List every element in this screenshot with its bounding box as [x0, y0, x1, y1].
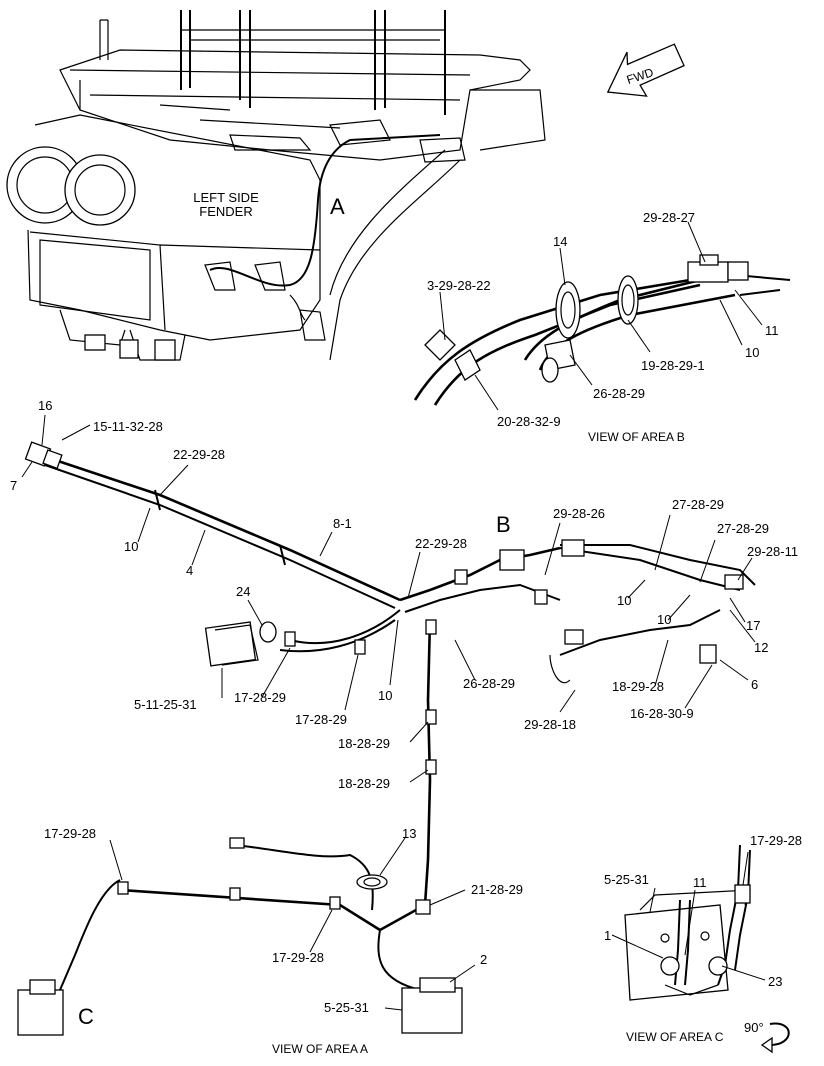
- callout-18-29-28: 18-29-28: [612, 679, 664, 694]
- callout-23: 23: [768, 974, 782, 989]
- callout-11-area-c: 11: [693, 875, 707, 890]
- callout-8-1: 8-1: [333, 516, 352, 531]
- callout-5-11-25-31: 5-11-25-31: [134, 697, 197, 712]
- fwd-arrow-icon: [606, 43, 685, 97]
- callout-17-29-28-area-c: 17-29-28: [750, 833, 802, 848]
- callout-10-right: 10: [617, 593, 631, 608]
- callout-16-28-30-9: 16-28-30-9: [630, 706, 694, 721]
- callout-17-28-29-b: 17-28-29: [295, 712, 347, 727]
- area-marker-b: B: [496, 512, 511, 537]
- rotation-label: 90°: [744, 1020, 764, 1035]
- callout-3-29-28-22: 3-29-28-22: [427, 278, 491, 293]
- callout-2: 2: [480, 952, 487, 967]
- callout-18-28-29-a: 18-28-29: [338, 736, 390, 751]
- callout-16-left: 16: [38, 398, 52, 413]
- callout-18-28-29-b: 18-28-29: [338, 776, 390, 791]
- callout-22-29-28-top: 22-29-28: [173, 447, 225, 462]
- area-c-detail: [624, 844, 751, 1001]
- callout-4: 4: [186, 563, 193, 578]
- callout-17: 17: [746, 618, 760, 633]
- callout-14: 14: [553, 234, 567, 249]
- callout-29-28-26: 29-28-26: [553, 506, 605, 521]
- callout-labels: 29-28-27 14 3-29-28-22 11 10 19-28-29-1 …: [10, 210, 802, 1056]
- rotate-arrow-icon: [769, 1022, 790, 1046]
- area-marker-a: A: [330, 194, 345, 219]
- callout-27-28-29-a: 27-28-29: [672, 497, 724, 512]
- callout-17-29-28-b: 17-29-28: [272, 950, 324, 965]
- callout-15-11-32-28: 15-11-32-28: [93, 419, 163, 434]
- callout-19-28-29-1: 19-28-29-1: [641, 358, 705, 373]
- callout-17-28-29-a: 17-28-29: [234, 690, 286, 705]
- leader-lines: [21, 221, 766, 1011]
- callout-13: 13: [402, 826, 416, 841]
- callout-12: 12: [754, 640, 768, 655]
- callout-22-29-28-mid: 22-29-28: [415, 536, 467, 551]
- machine-fender-illustration: [6, 10, 546, 361]
- callout-1: 1: [604, 928, 611, 943]
- fender-label-line2: FENDER: [199, 204, 252, 219]
- callout-21-28-29: 21-28-29: [471, 882, 523, 897]
- area-a-harness: [17, 441, 756, 1036]
- area-marker-c: C: [78, 1004, 94, 1029]
- callout-5-25-31-area-a: 5-25-31: [324, 1000, 369, 1015]
- callout-27-28-29-b: 27-28-29: [717, 521, 769, 536]
- callout-10-right2: 10: [657, 612, 671, 627]
- callout-6: 6: [751, 677, 758, 692]
- callout-24: 24: [236, 584, 250, 599]
- callout-10-area-b: 10: [745, 345, 759, 360]
- callout-29-28-18: 29-28-18: [524, 717, 576, 732]
- view-of-area-a-caption: VIEW OF AREA A: [272, 1042, 368, 1056]
- callout-7: 7: [10, 478, 17, 493]
- callout-10-center: 10: [378, 688, 392, 703]
- callout-26-28-29-area-a: 26-28-29: [463, 676, 515, 691]
- callout-26-28-29-area-b: 26-28-29: [593, 386, 645, 401]
- callout-11-area-b: 11: [765, 323, 779, 338]
- callout-29-28-11: 29-28-11: [747, 544, 798, 559]
- area-b-detail: [413, 254, 791, 406]
- fender-label-line1: LEFT SIDE: [193, 190, 259, 205]
- callout-17-29-28-a: 17-29-28: [44, 826, 96, 841]
- callout-10-left: 10: [124, 539, 138, 554]
- callout-29-28-27: 29-28-27: [643, 210, 695, 225]
- callout-5-25-31-area-c: 5-25-31: [604, 872, 649, 887]
- view-of-area-c-caption: VIEW OF AREA C: [626, 1030, 724, 1044]
- view-of-area-b-caption: VIEW OF AREA B: [588, 430, 685, 444]
- callout-20-28-32-9: 20-28-32-9: [497, 414, 561, 429]
- rotate-arrowhead-icon: [760, 1036, 773, 1054]
